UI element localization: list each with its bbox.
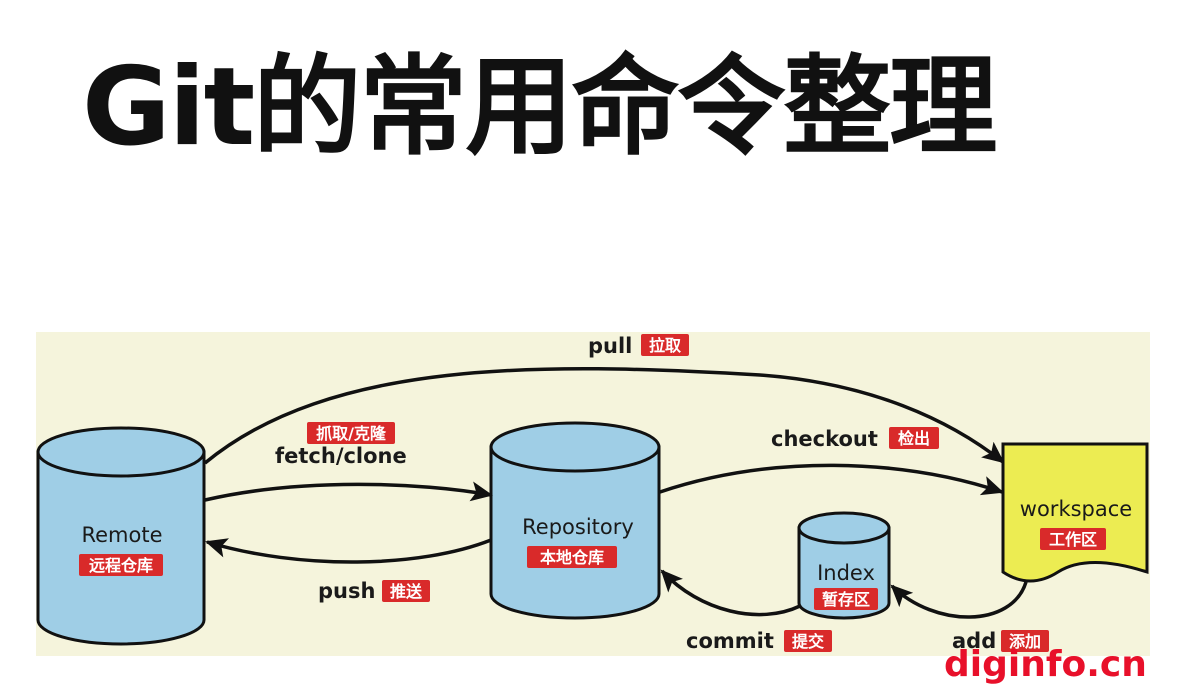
- checkout-label: checkout: [771, 427, 878, 451]
- checkout-arrow: [659, 463, 1004, 496]
- repository-cn-label: 本地仓库: [540, 548, 604, 567]
- repository-label: Repository: [522, 515, 634, 539]
- watermark: diginfo.cn: [944, 644, 1147, 685]
- commit-cn-label: 提交: [792, 632, 824, 651]
- add-cn-badge: [1001, 630, 1049, 652]
- fetch-clone-cn-badge: [307, 422, 395, 444]
- fetch-clone-label: fetch/clone: [275, 444, 407, 468]
- remote-cn-label: 远程仓库: [89, 556, 153, 575]
- commit-label: commit: [686, 629, 774, 653]
- pull-arrow: [203, 366, 1005, 465]
- repository-cn-badge: [527, 546, 617, 568]
- fetch-clone-cn-label: 抓取/克隆: [316, 424, 387, 443]
- push-label: push: [318, 579, 375, 603]
- push-cn-badge: [382, 580, 430, 602]
- push-cn-label: 推送: [390, 582, 423, 601]
- index-cn-label: 暂存区: [822, 590, 870, 609]
- pull-cn-badge: [641, 334, 689, 356]
- pull-cn-label: 拉取: [649, 336, 681, 355]
- add-arrow: [890, 581, 1028, 619]
- repository-cylinder: [489, 421, 661, 620]
- add-cn-label: 添加: [1009, 632, 1041, 651]
- fetch-clone-arrow: [204, 481, 493, 502]
- workspace-shape: [1001, 442, 1149, 583]
- index-label: Index: [817, 561, 875, 585]
- push-arrow: [205, 538, 492, 564]
- workspace-cn-badge: [1040, 528, 1106, 550]
- commit-arrow: [660, 569, 801, 617]
- remote-label: Remote: [81, 523, 162, 547]
- workspace-cn-label: 工作区: [1049, 530, 1097, 549]
- add-label: add: [952, 629, 996, 653]
- checkout-cn-label: 检出: [898, 429, 930, 448]
- checkout-cn-badge: [889, 427, 939, 449]
- pull-label: pull: [588, 334, 632, 358]
- commit-cn-badge: [784, 630, 832, 652]
- index-cn-badge: [814, 588, 878, 610]
- remote-cn-badge: [79, 554, 163, 576]
- workspace-label: workspace: [1020, 497, 1132, 521]
- page-title: Git的常用命令整理: [82, 45, 997, 170]
- remote-cylinder: [36, 426, 206, 646]
